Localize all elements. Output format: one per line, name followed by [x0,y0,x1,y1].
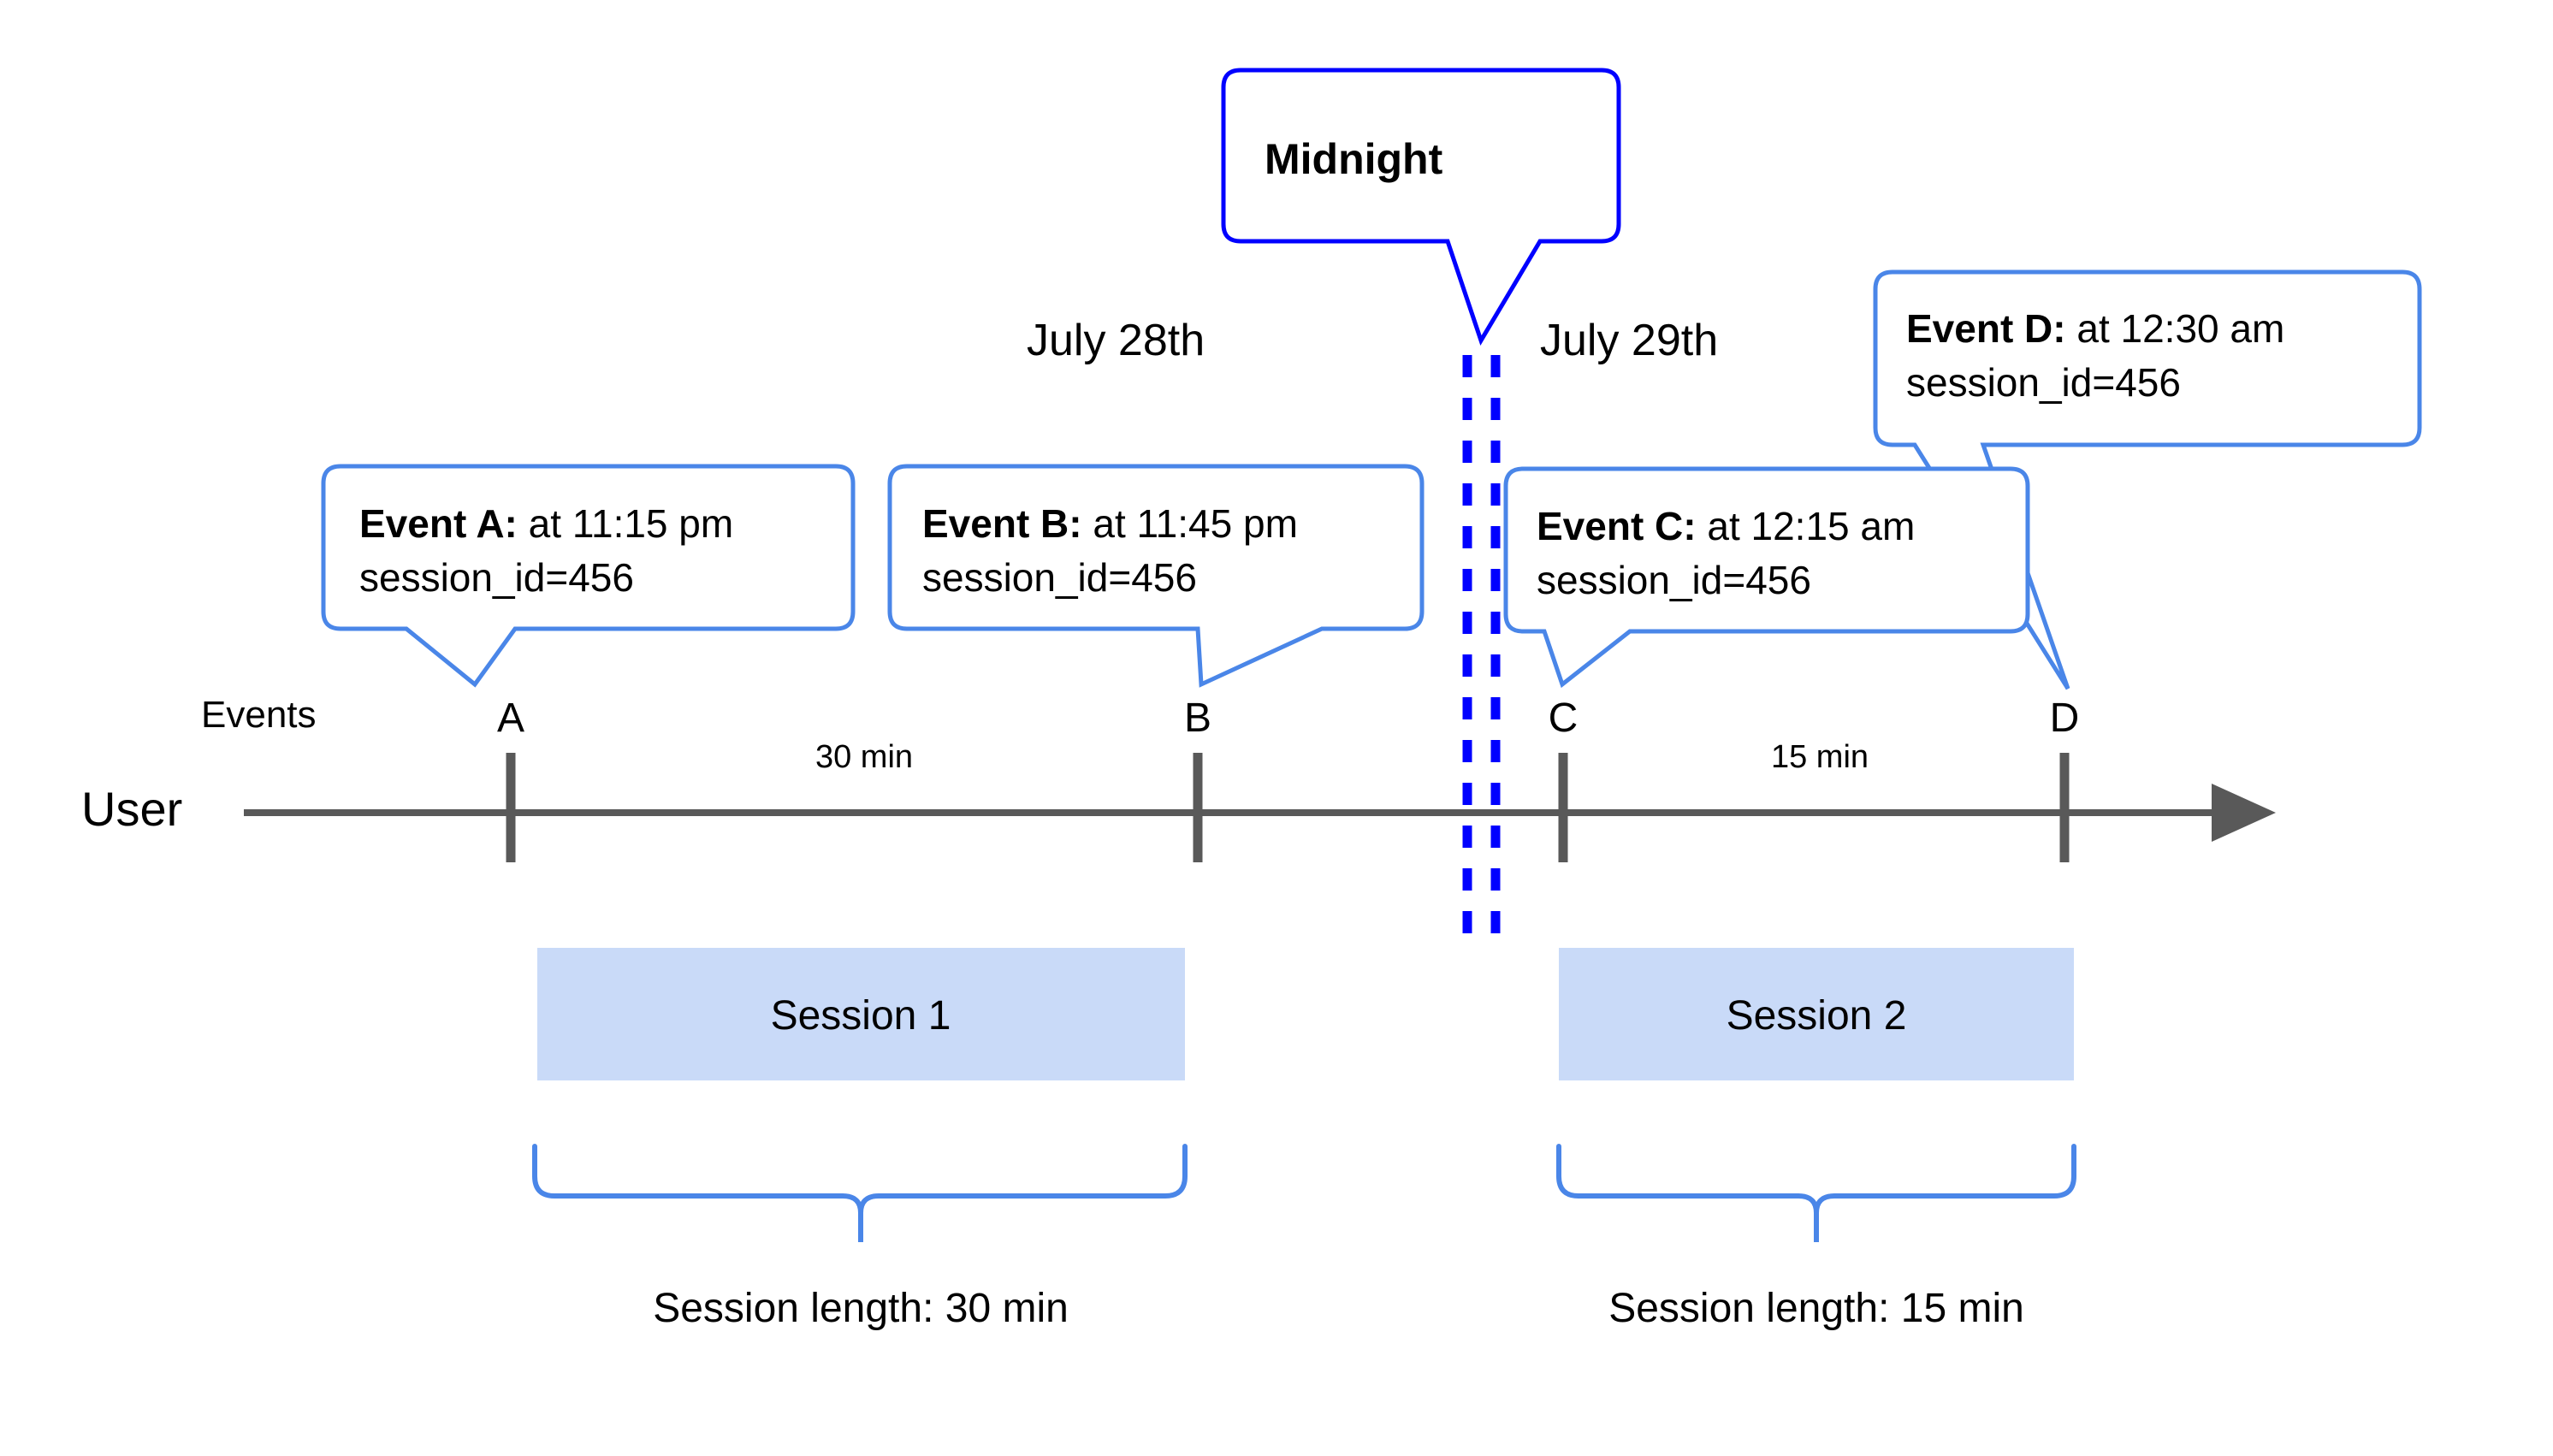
event-marker-d[interactable]: D [2050,695,2080,862]
event-callout-b-line1: Event B: at 11:45 pm [922,501,1298,546]
event-callout-d-bold: Event D: [1906,306,2066,351]
date-label-july-29: July 29th [1540,316,1718,365]
session-bar-1-rect [537,948,1185,1080]
session-bar-1-label: Session 1 [771,993,951,1039]
session-bar-2-label: Session 2 [1727,993,1907,1039]
gap-label-c-to-d: 15 min [1771,739,1869,775]
event-callout-c-line2: session_id=456 [1537,558,1811,602]
event-callout-c-line1: Event C: at 12:15 am [1537,504,1915,548]
timeline-axis [244,784,2276,842]
event-callout-a-detail: at 11:15 pm [518,501,733,546]
event-callout-b-line2: session_id=456 [922,555,1197,600]
event-callout-c-detail: at 12:15 am [1697,504,1916,548]
event-callout-a-line1: Event A: at 11:15 pm [359,501,733,546]
event-marker-a-label: A [497,695,524,741]
event-marker-d-label: D [2050,695,2080,741]
event-callout-a-bubble [321,464,856,688]
midnight-dashed-lines [1462,355,1501,937]
session-brace-2-path [1556,1144,2076,1242]
midnight-callout-bubble [1221,68,1621,346]
event-callout-a-bold: Event A: [359,501,518,546]
gap-label-a-to-b: 30 min [815,739,913,775]
session-length-2-label: Session length: 15 min [1608,1286,2024,1331]
event-callout-c[interactable]: Event C: at 12:15 am session_id=456 [1503,466,2030,689]
event-callout-b-bold: Event B: [922,501,1082,546]
session-brace-2 [1556,1144,2076,1242]
event-callout-a-line2: session_id=456 [359,555,634,600]
event-callout-d-line2: session_id=456 [1906,360,2181,405]
midnight-callout[interactable]: Midnight [1221,68,1621,346]
event-marker-b-label: B [1184,695,1211,741]
event-callout-d-detail: at 12:30 am [2066,306,2285,351]
event-marker-c-label: C [1549,695,1579,741]
event-callout-b-detail: at 11:45 pm [1082,501,1298,546]
session-bar-1[interactable]: Session 1 [537,948,1185,1080]
event-callout-d-line1: Event D: at 12:30 am [1906,306,2284,351]
event-marker-a[interactable]: A [497,695,524,862]
events-row-label: Events [201,694,317,736]
event-callout-c-bold: Event C: [1537,504,1697,548]
session-brace-1-path [532,1144,1188,1242]
user-row-label: User [81,782,182,836]
event-callout-a[interactable]: Event A: at 11:15 pm session_id=456 [321,464,856,688]
event-callout-b[interactable]: Event B: at 11:45 pm session_id=456 [887,464,1425,688]
session-bar-2-rect [1559,948,2074,1080]
midnight-callout-label: Midnight [1265,135,1443,183]
event-callout-b-bubble [887,464,1425,688]
event-marker-b[interactable]: B [1184,695,1211,862]
timeline-arrow-head [2212,784,2276,842]
event-marker-c[interactable]: C [1549,695,1579,862]
session-length-1-label: Session length: 30 min [653,1286,1069,1331]
session-bar-2[interactable]: Session 2 [1559,948,2074,1080]
event-callout-c-bubble [1503,466,2030,689]
session-brace-1 [532,1144,1188,1242]
date-label-july-28: July 28th [1027,316,1205,365]
